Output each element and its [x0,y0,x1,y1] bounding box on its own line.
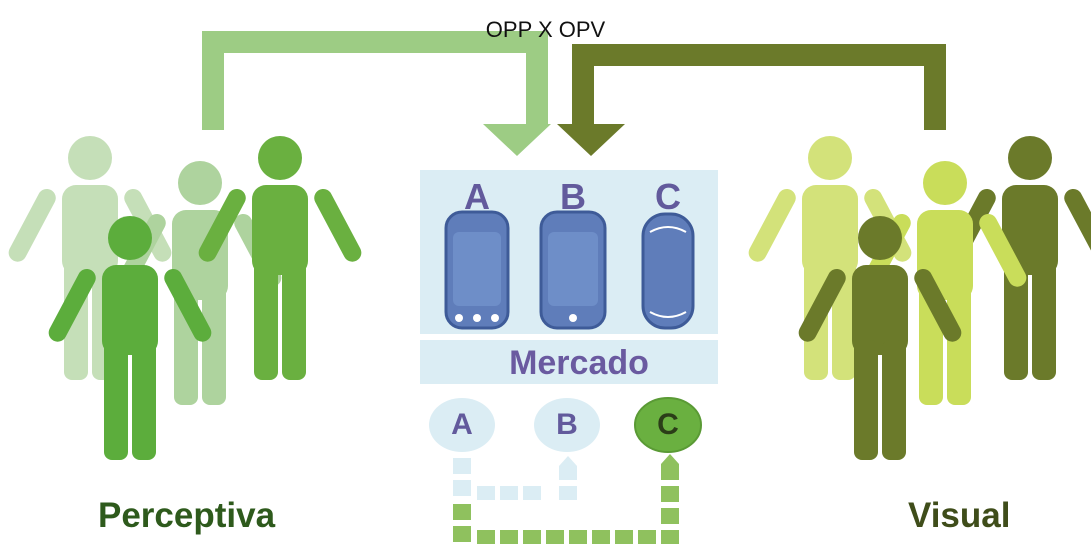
diagram-title: OPP X OPV [485,17,606,42]
option-bubble-a [429,398,495,452]
option-bubble-c [634,397,702,453]
device-c-icon [641,212,695,330]
visual-group [745,136,1091,460]
option-label-c: C [657,408,679,441]
connector-a-b [453,456,577,500]
market-banner [420,340,718,384]
visual-label: Visual [908,496,1011,535]
left-arrowhead [483,124,551,156]
market-label: Mercado [509,344,649,382]
product-label-b: B [560,176,586,217]
perceptiva-group [5,136,365,460]
right-flow-arrow [572,44,946,130]
connector-a-c [453,454,679,544]
product-label-a: A [464,176,490,217]
device-b-icon [539,210,607,330]
option-label-b: B [556,408,578,441]
right-arrowhead [557,124,625,156]
perceptiva-label: Perceptiva [98,496,276,535]
left-flow-arrow [202,31,548,130]
product-label-c: C [655,176,681,217]
option-bubble-b [534,398,600,452]
device-a-icon [444,210,510,330]
option-label-a: A [451,408,473,441]
